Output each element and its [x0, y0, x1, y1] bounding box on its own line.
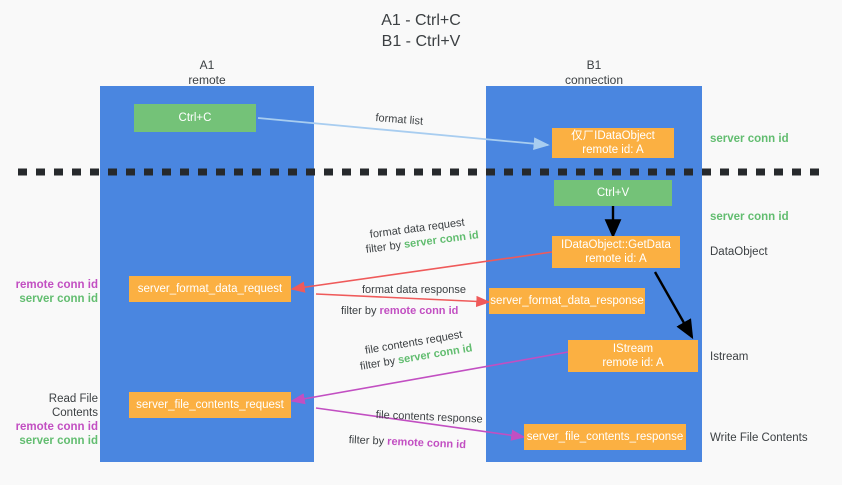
filter-emphasis: remote conn id — [386, 435, 467, 452]
arrow-format-data-request — [290, 251, 553, 293]
arrow-file-contents-response — [315, 407, 526, 441]
lane-a1-header: A1 remote — [188, 58, 226, 87]
note-remote-conn-id-2: remote conn id — [15, 421, 98, 433]
note-server-conn-id-3: server conn id — [19, 293, 98, 305]
note-group-read-file-contents: Read File Contents remote conn id server… — [0, 392, 98, 448]
note-read-file-contents: Read File Contents — [48, 393, 98, 419]
arrow-getdata-to-istream — [653, 271, 694, 340]
arrow-format-list — [257, 117, 550, 150]
note-server-conn-id-2: server conn id — [710, 211, 789, 223]
filter-prefix: filter by — [341, 305, 380, 317]
box-istream[interactable]: IStream remote id: A — [568, 340, 698, 372]
note-istream: Istream — [710, 351, 749, 363]
note-write-file-contents: Write File Contents — [710, 432, 808, 444]
note-server-conn-id-4: server conn id — [19, 435, 98, 447]
lane-b1-header: B1 connection — [564, 58, 624, 87]
edge-label-line1: format data response — [362, 284, 466, 296]
page-title: A1 - Ctrl+C B1 - Ctrl+V — [381, 12, 461, 50]
box-idataobject-getdata[interactable]: IDataObject::GetData remote id: A — [552, 236, 680, 268]
filter-emphasis: remote conn id — [379, 305, 459, 317]
box-idataobject[interactable]: 仅ㄏIDataObject remote id: A — [552, 128, 674, 158]
box-ctrl-v[interactable]: Ctrl+V — [554, 180, 672, 206]
box-ctrl-c[interactable]: Ctrl+C — [134, 104, 256, 132]
box-server-file-contents-response[interactable]: server_file_contents_response — [524, 424, 686, 450]
edge-label-line1: file contents response — [375, 408, 483, 426]
edge-label-format-data-response-filter: filter by remote conn id — [341, 304, 458, 319]
arrow-file-contents-request — [290, 351, 569, 405]
filter-prefix: filter by — [365, 238, 405, 256]
box-server-format-data-request[interactable]: server_format_data_request — [129, 276, 291, 302]
note-group-conn-ids-top: remote conn id server conn id — [8, 278, 98, 306]
box-server-format-data-response[interactable]: server_format_data_response — [489, 288, 645, 314]
note-data-object: DataObject — [710, 246, 768, 258]
box-server-file-contents-request[interactable]: server_file_contents_request — [129, 392, 291, 418]
arrow-format-data-response — [315, 293, 491, 308]
note-server-conn-id-1: server conn id — [710, 133, 789, 145]
filter-prefix: filter by — [348, 433, 388, 448]
note-remote-conn-id-1: remote conn id — [15, 279, 98, 291]
edge-label-format-data-response: format data response — [362, 283, 466, 298]
